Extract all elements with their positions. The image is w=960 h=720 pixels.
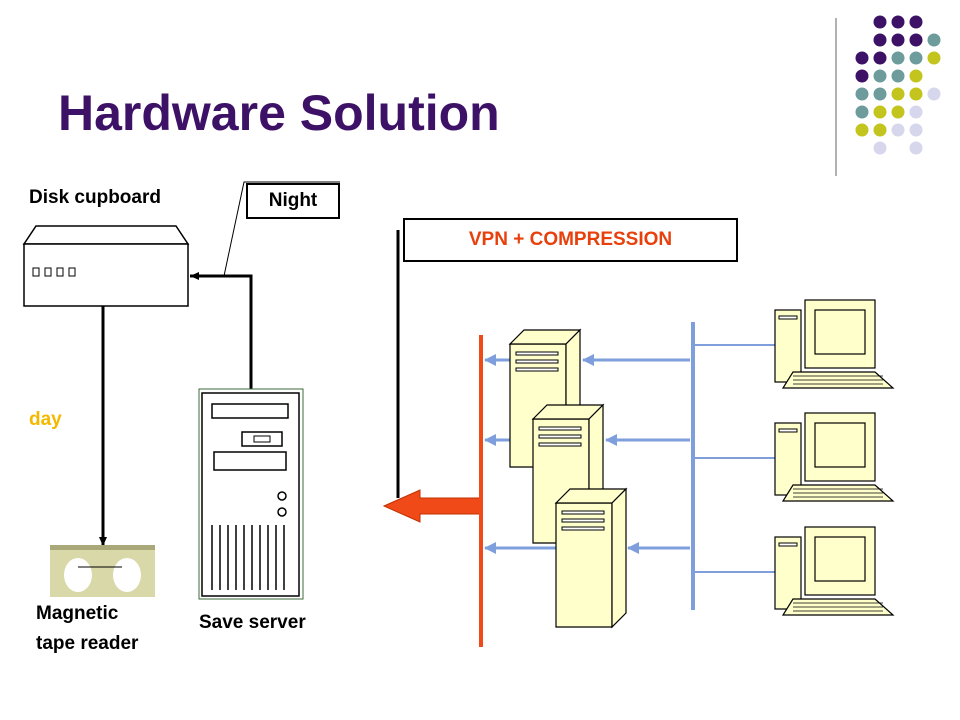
decorative-dot — [873, 15, 887, 29]
decorative-dot — [909, 69, 923, 83]
decorative-dot — [855, 87, 869, 101]
tape-reader-label-line1: Magnetic — [36, 603, 119, 624]
decorative-dot — [873, 51, 887, 65]
decorative-dot — [909, 123, 923, 137]
decorative-dot — [855, 105, 869, 119]
decorative-dot — [927, 51, 941, 65]
decorative-dot — [855, 123, 869, 137]
decorative-dot — [891, 123, 905, 137]
save-server-label: Save server — [199, 612, 306, 633]
computer-icon — [774, 526, 895, 616]
decorative-dot — [873, 123, 887, 137]
decorative-dot — [909, 105, 923, 119]
computer-links — [693, 344, 776, 573]
decorative-dot — [909, 141, 923, 155]
vpn-compression-label: VPN + COMPRESSION — [403, 218, 738, 262]
page-title: Hardware Solution — [58, 85, 500, 141]
decorative-dot — [927, 33, 941, 47]
night-connector — [190, 272, 253, 390]
decorative-dot — [855, 69, 869, 83]
night-label: Night — [246, 183, 340, 219]
decorative-dot — [873, 87, 887, 101]
decorative-dot — [891, 51, 905, 65]
decorative-dot — [891, 33, 905, 47]
decorative-dot — [891, 15, 905, 29]
save-server-icon — [198, 388, 304, 600]
bus-to-server-arrows — [582, 354, 690, 554]
server-icon — [554, 487, 628, 629]
day-label: day — [29, 409, 62, 430]
decorative-dot — [873, 69, 887, 83]
night-pointer — [223, 181, 340, 277]
decorative-dot — [855, 51, 869, 65]
decorative-dot — [873, 105, 887, 119]
decorative-dot — [927, 87, 941, 101]
disk-cupboard-icon — [22, 225, 190, 307]
decorative-dot — [909, 33, 923, 47]
decorative-dot — [909, 15, 923, 29]
decorative-dot — [891, 105, 905, 119]
disk-cupboard-label: Disk cupboard — [29, 187, 161, 208]
computer-icon — [774, 299, 895, 389]
decorative-dot — [891, 69, 905, 83]
decorative-dot — [873, 33, 887, 47]
decorative-dot — [909, 87, 923, 101]
decorative-dot — [891, 87, 905, 101]
computer-icon — [774, 412, 895, 502]
decorative-dot — [873, 141, 887, 155]
tape-reader-label-line2: tape reader — [36, 633, 139, 654]
decorative-dot — [909, 51, 923, 65]
tape-reader-icon — [50, 545, 155, 597]
